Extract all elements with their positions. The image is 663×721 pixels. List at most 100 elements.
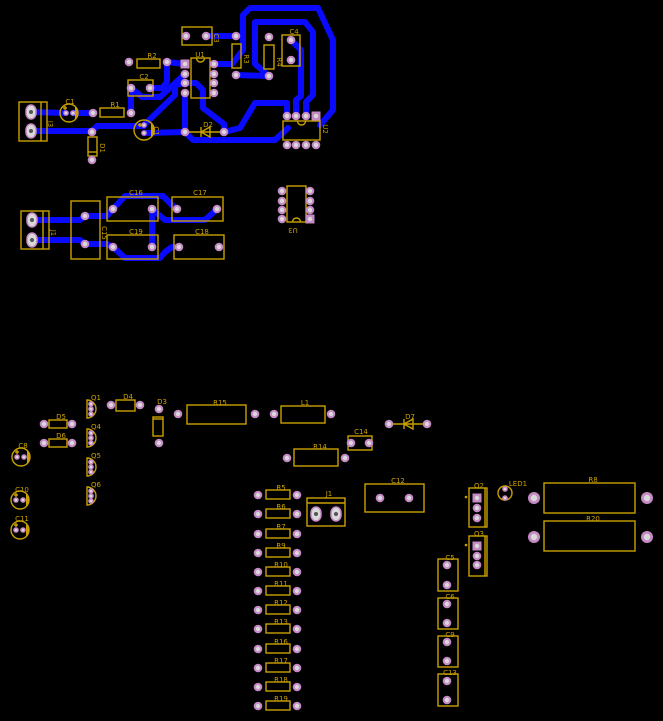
pad — [472, 513, 482, 523]
component-r13[interactable]: R13 — [253, 618, 302, 634]
component-j3[interactable]: J3 — [18, 101, 54, 142]
component-d4[interactable]: D4 — [106, 393, 145, 412]
pad — [212, 204, 222, 214]
component-q4[interactable]: Q4 — [86, 423, 102, 448]
pad — [253, 490, 263, 500]
component-r5[interactable]: R5 — [253, 484, 302, 500]
component-c18[interactable]: C18 — [173, 228, 225, 260]
component-c1[interactable]: C1 — [59, 98, 98, 123]
component-r15[interactable]: R15 — [173, 399, 260, 425]
component-r6[interactable]: R6 — [253, 503, 302, 519]
component-label: C15 — [100, 226, 108, 240]
component-d2[interactable]: D2 — [180, 121, 229, 139]
component-c10[interactable]: C10 — [10, 486, 30, 510]
component-r19[interactable]: R19 — [253, 695, 302, 711]
capacitor-outline — [173, 234, 225, 260]
component-c5[interactable]: C5 — [437, 554, 459, 592]
resistor-outline — [99, 107, 125, 118]
component-r16[interactable]: R16 — [253, 638, 302, 654]
pad — [88, 430, 94, 436]
pad — [106, 400, 116, 410]
component-l1[interactable]: L1 — [269, 399, 336, 424]
component-r12[interactable]: R12 — [253, 599, 302, 615]
component-q6[interactable]: Q6 — [86, 481, 102, 506]
component-c11[interactable]: C11 — [10, 515, 30, 540]
pad — [147, 242, 157, 252]
component-u3[interactable]: U3 — [277, 185, 315, 234]
component-c6[interactable]: C6 — [437, 593, 459, 630]
component-c8[interactable]: C8 — [11, 442, 31, 467]
component-c1b[interactable]: C1 — [133, 119, 160, 141]
component-r11[interactable]: R11 — [253, 580, 302, 596]
capacitor-outline — [70, 200, 101, 260]
pad — [528, 531, 540, 543]
component-r4[interactable]: R4 — [263, 32, 283, 81]
component-r8[interactable]: R8 — [528, 476, 653, 514]
component-j1m[interactable]: J1 — [20, 210, 57, 250]
pad — [162, 57, 172, 67]
to92-outline — [86, 399, 97, 419]
component-c16[interactable]: C16 — [106, 189, 159, 222]
component-c9[interactable]: C9 — [437, 631, 459, 668]
component-c15[interactable]: C15 — [70, 200, 108, 260]
component-label: C13 — [443, 669, 457, 677]
component-led1[interactable]: LED1 — [497, 480, 527, 501]
component-c4[interactable]: C4 — [281, 28, 301, 67]
pad — [472, 560, 482, 570]
resistor-outline — [543, 520, 636, 552]
component-r14[interactable]: R14 — [282, 443, 350, 467]
component-r18[interactable]: R18 — [253, 676, 302, 692]
component-r9[interactable]: R9 — [253, 542, 302, 558]
component-r3[interactable]: R3 — [231, 43, 250, 80]
pad — [442, 656, 452, 666]
component-c19[interactable]: C19 — [106, 228, 159, 260]
component-r10[interactable]: R10 — [253, 561, 302, 577]
pad — [88, 464, 94, 470]
component-c13[interactable]: C13 — [437, 669, 459, 707]
polarity-band — [75, 106, 79, 120]
component-q1[interactable]: Q1 — [86, 394, 101, 419]
pad — [277, 205, 287, 215]
component-j1[interactable]: J1 — [306, 490, 346, 527]
component-label: C1 — [152, 126, 160, 135]
component-label: D4 — [123, 393, 133, 401]
component-d6[interactable]: D6 — [39, 432, 77, 448]
component-r7[interactable]: R7 — [253, 523, 302, 539]
component-u1[interactable]: U1 — [180, 51, 219, 99]
pad — [292, 605, 302, 615]
component-d5[interactable]: D5 — [39, 413, 77, 429]
component-c17[interactable]: C17 — [171, 189, 224, 222]
component-c3[interactable]: C3 — [181, 26, 241, 46]
component-d3[interactable]: D3 — [152, 398, 167, 448]
pad — [88, 469, 94, 475]
pad — [253, 586, 263, 596]
pad — [277, 214, 287, 224]
component-label: U1 — [195, 51, 205, 59]
copper-trace — [110, 193, 180, 212]
component-u2[interactable]: U2 — [282, 111, 329, 150]
pad — [253, 624, 263, 634]
transistor-outline — [468, 535, 488, 577]
resistor-outline — [136, 58, 161, 69]
pad — [147, 204, 157, 214]
pad — [253, 605, 263, 615]
component-c12[interactable]: C12 — [364, 477, 425, 513]
component-q5[interactable]: Q5 — [86, 452, 101, 477]
component-c2[interactable]: C2 — [126, 73, 155, 97]
resistor-outline — [265, 508, 291, 519]
component-label: C3 — [212, 33, 220, 42]
pad — [253, 529, 263, 539]
component-q3[interactable]: Q3 — [464, 530, 488, 577]
component-q2[interactable]: Q2 — [464, 482, 488, 528]
component-c14[interactable]: C14 — [346, 428, 374, 451]
component-r20[interactable]: R20 — [528, 515, 653, 552]
pad — [231, 70, 241, 80]
component-r1[interactable]: R1 — [99, 101, 136, 118]
component-r2[interactable]: R2 — [124, 52, 172, 69]
capacitor-outline — [437, 558, 459, 592]
pad — [88, 498, 94, 504]
component-d1[interactable]: D1 — [87, 127, 106, 165]
component-d7[interactable]: D7 — [384, 413, 432, 431]
plus-icon — [14, 523, 18, 527]
component-r17[interactable]: R17 — [253, 657, 302, 673]
